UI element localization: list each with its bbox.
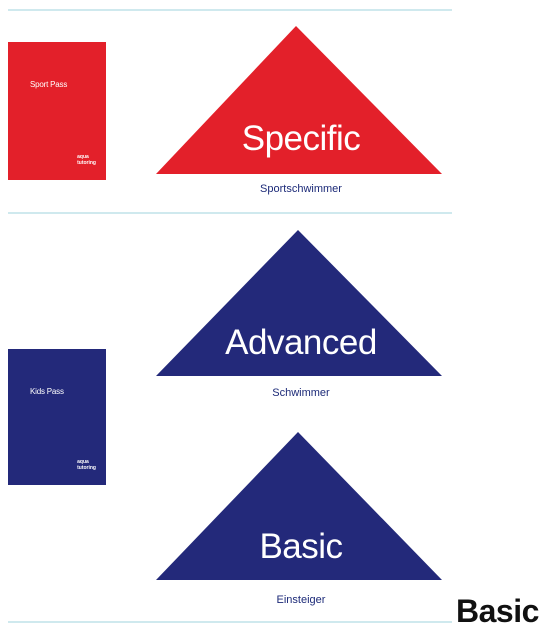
level-basic: Basic <box>150 432 450 582</box>
divider-middle <box>8 212 452 214</box>
caption-text: Basic <box>456 593 539 629</box>
booklet-cover <box>8 42 106 180</box>
level-sublabel: Sportschwimmer <box>260 183 342 195</box>
triangle-shape <box>156 432 442 580</box>
level-specific: Specific <box>150 26 450 176</box>
booklet-title: Kids Pass <box>30 387 64 396</box>
divider-top <box>8 9 452 11</box>
booklet-title: Sport Pass <box>30 80 68 89</box>
divider-bottom <box>8 621 452 623</box>
triangle-shape <box>156 26 442 174</box>
level-label: Basic <box>259 527 343 566</box>
level-sublabel: Einsteiger <box>276 594 326 606</box>
booklet-cover <box>8 349 106 485</box>
level-label: Advanced <box>225 323 377 362</box>
level-sublabel: Schwimmer <box>272 387 330 399</box>
triangle-shape <box>156 230 442 376</box>
level-label: Specific <box>241 119 361 158</box>
level-advanced: Advanced <box>150 230 450 380</box>
